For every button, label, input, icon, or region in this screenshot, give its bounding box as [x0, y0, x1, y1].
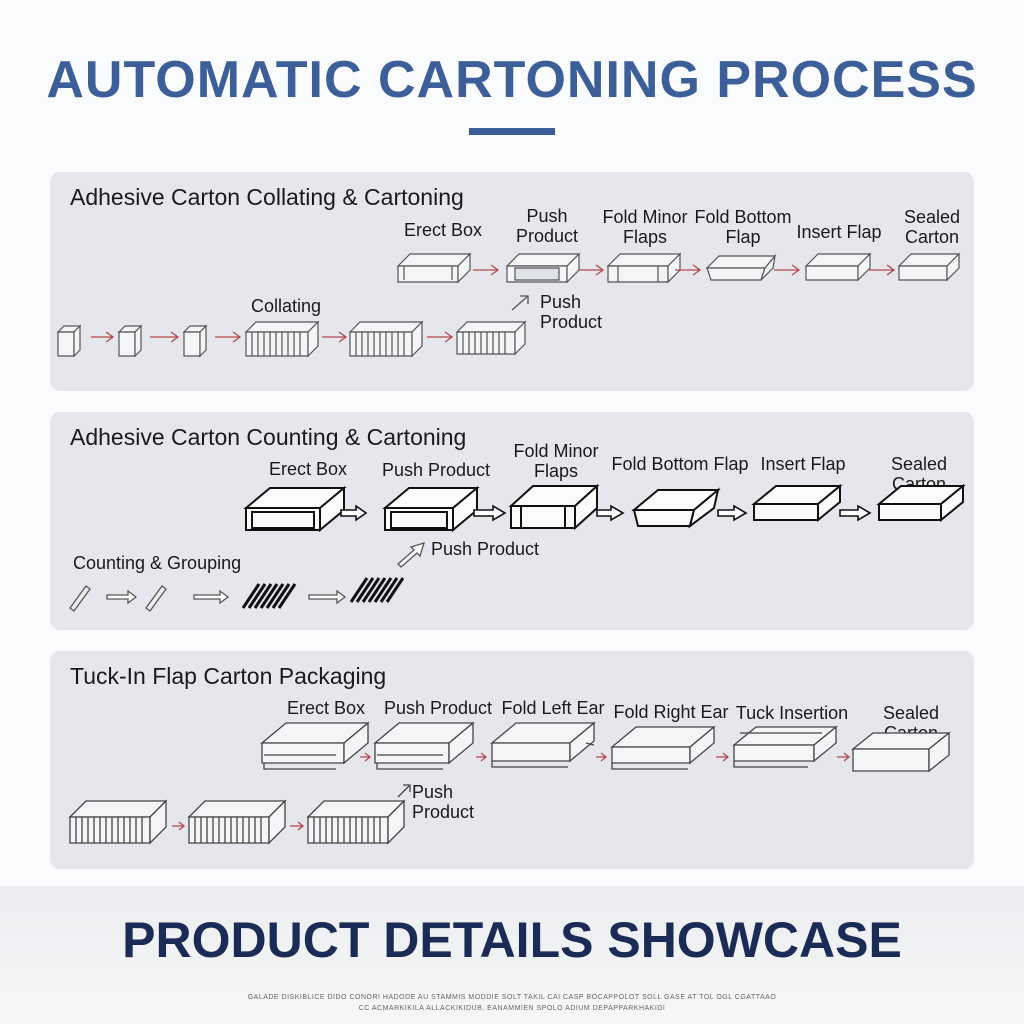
- flow-arrow: [427, 331, 454, 343]
- stick-product-icon: [145, 585, 167, 612]
- product-stack-icon: [348, 320, 424, 358]
- carton-fold-right-ear-icon: [610, 725, 716, 770]
- stage-label-fold-minor-flaps: Fold Minor Flaps: [513, 441, 599, 481]
- stage-label-erect-box: Erect Box: [286, 698, 366, 718]
- process-flow-diagram: [56, 252, 961, 358]
- flow-arrow: [774, 264, 801, 276]
- stage-label-fold-right-ear: Fold Right Ear: [613, 702, 729, 722]
- carton-erect-box-icon: [260, 721, 370, 770]
- push-product-label: Push Product: [540, 292, 603, 332]
- carton-push-product-icon: [373, 721, 475, 770]
- stage-label-push-product: Push Product: [383, 698, 493, 718]
- stage-label-erect-box: Erect Box: [268, 459, 348, 479]
- flow-arrow: [675, 264, 702, 276]
- flow-arrow: [473, 264, 500, 276]
- flow-arrow: [717, 504, 748, 522]
- carton-fold-left-ear-icon: [490, 721, 596, 768]
- push-arrow: [511, 295, 529, 311]
- panel-title: Adhesive Carton Collating & Cartoning: [70, 184, 464, 210]
- stage-label-push-product: Push Product: [515, 206, 579, 246]
- push-arrow: [397, 784, 411, 798]
- footer-band: [0, 886, 1024, 1024]
- flow-arrow: [839, 504, 872, 522]
- carton-fold-bottom-flap-icon: [631, 487, 721, 529]
- carton-erect-box-icon: [396, 252, 472, 284]
- flow-arrow: [596, 504, 625, 522]
- carton-push-product-icon: [505, 252, 581, 284]
- carton-erect-box-icon: [243, 485, 347, 533]
- stage-label-fold-left-ear: Fold Left Ear: [501, 698, 605, 718]
- carton-push-product-icon: [382, 485, 480, 533]
- carton-fold-bottom-flap-icon: [705, 253, 777, 281]
- panel-tuck-in-flap: Tuck-In Flap Carton Packaging Erect Box …: [50, 651, 974, 869]
- footer-fine-print: GALADE DISKIBLICE DIDO CONORI HADODE AU …: [247, 994, 777, 1001]
- carton-fold-minor-flaps-icon: [606, 252, 682, 284]
- flow-arrow: [322, 331, 348, 343]
- product-single-icon: [117, 324, 143, 358]
- flow-arrow: [91, 331, 115, 343]
- carton-sealed-icon: [851, 731, 951, 773]
- flow-arrow: [172, 821, 186, 831]
- stage-label-fold-minor-flaps: Fold Minor Flaps: [602, 207, 688, 247]
- footer-title: PRODUCT DETAILS SHOWCASE: [122, 912, 902, 968]
- flow-arrow: [596, 752, 608, 762]
- flow-arrow: [106, 589, 138, 605]
- flow-arrow: [308, 589, 347, 605]
- flow-arrow: [340, 504, 368, 522]
- push-product-label: Push Product: [412, 782, 475, 822]
- panel-collating-cartoning: Adhesive Carton Collating & Cartoning Er…: [50, 172, 974, 391]
- feed-label-counting-grouping: Counting & Grouping: [73, 553, 242, 573]
- push-arrow: [397, 542, 425, 568]
- flow-arrow: [150, 331, 180, 343]
- carton-sealed-icon: [897, 252, 961, 282]
- stage-label-sealed-carton: Sealed Carton: [903, 207, 961, 247]
- panel-title: Tuck-In Flap Carton Packaging: [70, 663, 387, 689]
- grouped-products-icon: [241, 583, 297, 609]
- grouped-products-icon: [349, 577, 405, 603]
- carton-tuck-insertion-icon: [732, 725, 838, 768]
- process-flow-diagram: [68, 721, 951, 845]
- stage-label-insert-flap: Insert Flap: [760, 454, 846, 474]
- product-stack-icon: [306, 799, 406, 845]
- flow-arrow: [473, 504, 507, 522]
- product-stack-icon: [68, 799, 168, 845]
- carton-fold-minor-flaps-icon: [508, 483, 600, 531]
- stage-label-fold-bottom-flap: Fold Bottom Flap: [611, 454, 749, 474]
- flow-arrow: [837, 752, 851, 762]
- flow-arrow: [869, 264, 896, 276]
- product-stack-icon: [187, 799, 287, 845]
- product-single-icon: [182, 324, 208, 358]
- process-flow-diagram: [69, 483, 966, 612]
- flow-arrow: [716, 752, 730, 762]
- stage-label-erect-box: Erect Box: [403, 220, 483, 240]
- feed-label-collating: Collating: [250, 296, 322, 316]
- panel-title: Adhesive Carton Counting & Cartoning: [70, 424, 467, 450]
- stage-label-push-product: Push Product: [381, 460, 491, 480]
- stick-product-icon: [69, 585, 91, 612]
- main-title: AUTOMATIC CARTONING PROCESS: [46, 51, 978, 109]
- flow-arrow: [215, 331, 242, 343]
- flow-arrow: [193, 589, 230, 605]
- stage-label-tuck-insertion: Tuck Insertion: [735, 703, 849, 723]
- flow-arrow: [360, 752, 372, 762]
- panel-counting-cartoning: Adhesive Carton Counting & Cartoning Ere…: [50, 412, 974, 630]
- flow-arrow: [290, 821, 305, 831]
- push-product-label: Push Product: [431, 539, 540, 559]
- footer-fine-print: CC ACMARKIKILA ALLACKIKIDUB, EANAMMIEN S…: [358, 1005, 666, 1012]
- product-stack-icon: [455, 320, 527, 356]
- carton-sealed-icon: [876, 483, 966, 523]
- title-underline: [469, 128, 555, 135]
- product-single-icon: [56, 324, 82, 358]
- product-stack-icon: [244, 320, 320, 358]
- flow-arrow: [578, 264, 605, 276]
- carton-insert-flap-icon: [804, 252, 872, 282]
- stage-label-fold-bottom-flap: Fold Bottom Flap: [694, 207, 792, 247]
- stage-label-insert-flap: Insert Flap: [796, 222, 882, 242]
- flow-arrow: [476, 752, 488, 762]
- carton-insert-flap-icon: [751, 483, 843, 523]
